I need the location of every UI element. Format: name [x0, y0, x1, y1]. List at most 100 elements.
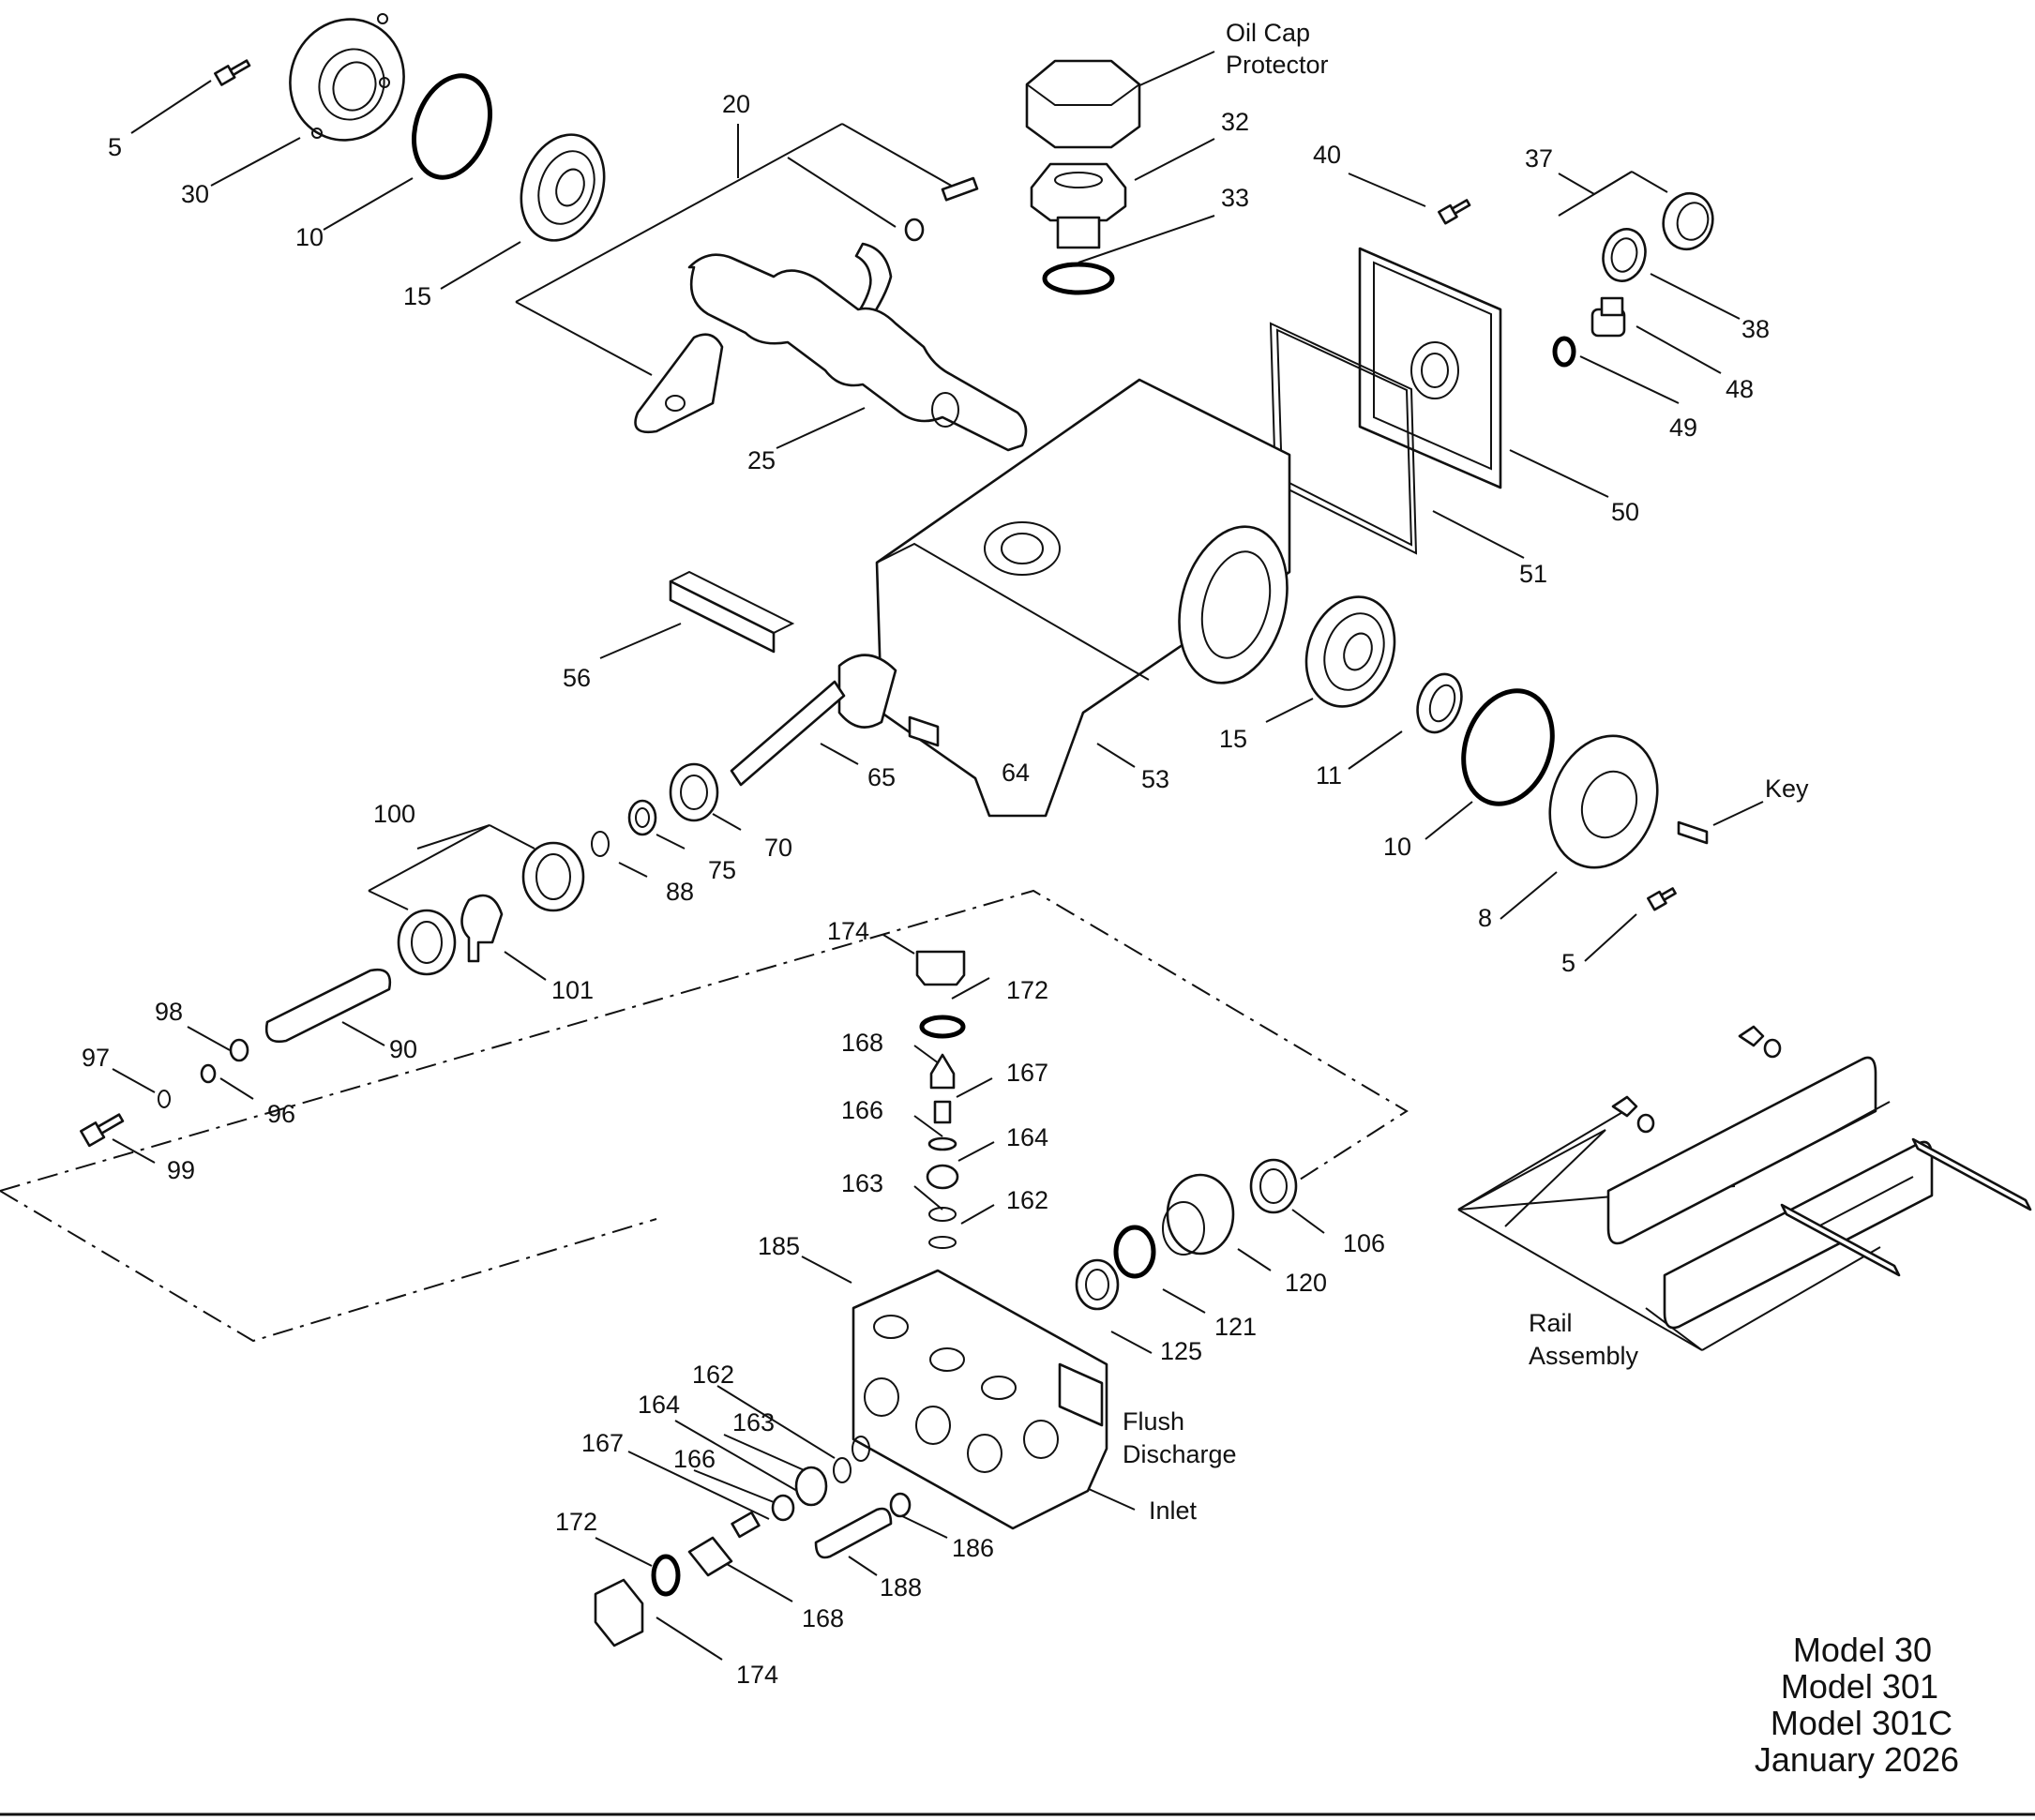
- title-date: January 2026: [1755, 1740, 1959, 1779]
- callout-48: 48: [1726, 375, 1754, 403]
- callout-flush: Flush: [1123, 1407, 1184, 1436]
- callout-166a: 166: [841, 1096, 883, 1124]
- washer-37: [1602, 228, 1647, 282]
- callout-oil-cap-line2: Protector: [1226, 51, 1329, 79]
- screw-40: [1438, 199, 1471, 225]
- o-ring-97: [158, 1090, 171, 1108]
- manifold-185: [852, 1269, 1108, 1530]
- callout-188: 188: [880, 1573, 922, 1602]
- callout-15b: 15: [1219, 725, 1247, 753]
- callout-168b: 168: [802, 1604, 844, 1632]
- parts: [0, 13, 2035, 1816]
- seal-70: [669, 762, 719, 822]
- screw-5a: [214, 59, 251, 86]
- sleeve-120: [1162, 1173, 1235, 1256]
- rail-assembly: [1606, 1025, 2032, 1330]
- oil-cap-32: [1030, 162, 1127, 249]
- callout-120: 120: [1285, 1269, 1327, 1297]
- upper-valve-stack: [915, 950, 966, 1249]
- callout-33: 33: [1221, 184, 1249, 212]
- title-model-301: Model 301: [1781, 1667, 1938, 1706]
- callout-166b: 166: [673, 1445, 716, 1473]
- callout-38: 38: [1741, 315, 1770, 343]
- callout-65: 65: [867, 763, 896, 791]
- callout-121: 121: [1214, 1313, 1257, 1341]
- bolt-188: [814, 1507, 893, 1559]
- callout-37: 37: [1525, 144, 1553, 173]
- washer-98: [229, 1038, 249, 1062]
- callout-labels: 5 30 10 15 20 25 Oil Cap Protector 32 33…: [82, 19, 1809, 1689]
- seal-125: [1075, 1258, 1120, 1311]
- o-ring-88: [591, 831, 610, 857]
- o-ring-49: [1552, 336, 1576, 368]
- washer-96: [200, 1063, 217, 1084]
- callout-rail-line1: Rail: [1529, 1309, 1573, 1337]
- crankshaft-25: [687, 253, 1028, 452]
- o-ring-121: [1113, 1225, 1156, 1279]
- bearing-15b: [1304, 595, 1396, 708]
- callout-70: 70: [764, 834, 792, 862]
- callout-rail-line2: Assembly: [1529, 1342, 1639, 1370]
- callout-oil-cap-line1: Oil Cap: [1226, 19, 1310, 47]
- callout-162b: 162: [692, 1361, 734, 1389]
- callout-49: 49: [1669, 414, 1697, 442]
- title-block: Model 30 Model 301 Model 301C January 20…: [1755, 1631, 1959, 1779]
- title-model-301c: Model 301C: [1771, 1704, 1952, 1742]
- connecting-rod-20: [634, 176, 979, 434]
- callout-164b: 164: [638, 1391, 680, 1419]
- part-106: [1249, 1158, 1298, 1214]
- title-model-30: Model 30: [1793, 1631, 1932, 1669]
- callout-186: 186: [952, 1534, 994, 1562]
- callout-106: 106: [1343, 1229, 1385, 1257]
- screw-5b: [1647, 887, 1677, 911]
- callout-162a: 162: [1006, 1186, 1048, 1214]
- callout-15a: 15: [403, 282, 431, 310]
- callout-96: 96: [267, 1100, 295, 1128]
- callout-125: 125: [1160, 1337, 1202, 1365]
- callout-40: 40: [1313, 141, 1341, 169]
- callout-100: 100: [373, 800, 415, 828]
- callout-53: 53: [1141, 765, 1169, 793]
- callout-32: 32: [1221, 108, 1249, 136]
- callout-discharge: Discharge: [1123, 1440, 1237, 1468]
- callout-25: 25: [747, 446, 776, 474]
- callout-168a: 168: [841, 1029, 883, 1057]
- callout-10a: 10: [295, 223, 324, 251]
- key-part: [1677, 820, 1709, 845]
- gasket-51: [1269, 322, 1418, 555]
- callout-88: 88: [666, 878, 694, 906]
- callout-167a: 167: [1006, 1059, 1048, 1087]
- callout-98: 98: [155, 998, 183, 1026]
- bracket-101: [460, 894, 504, 963]
- callout-172b: 172: [555, 1508, 597, 1536]
- callout-75: 75: [708, 856, 736, 884]
- callout-50: 50: [1611, 498, 1639, 526]
- bolt-99: [80, 1113, 125, 1148]
- callout-90: 90: [389, 1035, 417, 1063]
- callout-10b: 10: [1383, 833, 1411, 861]
- rear-cover-50: [1358, 247, 1502, 489]
- callout-174b: 174: [736, 1661, 778, 1689]
- callout-30: 30: [181, 180, 209, 208]
- callout-167b: 167: [581, 1429, 624, 1457]
- callout-8: 8: [1478, 904, 1492, 932]
- callout-185: 185: [758, 1232, 800, 1260]
- o-ring-33: [1042, 262, 1115, 295]
- callout-174a: 174: [827, 917, 869, 945]
- callout-101: 101: [551, 976, 594, 1004]
- callout-97: 97: [82, 1044, 110, 1072]
- plug-48: [1590, 296, 1626, 338]
- callout-163b: 163: [732, 1408, 775, 1436]
- o-ring-10b: [1461, 688, 1555, 806]
- pin-64: [908, 715, 940, 747]
- retainer-100: [397, 841, 585, 976]
- callout-56: 56: [563, 664, 591, 692]
- crankcase-53: [875, 378, 1291, 818]
- callout-51: 51: [1519, 560, 1547, 588]
- callout-172a: 172: [1006, 976, 1048, 1004]
- o-ring-10a: [411, 73, 493, 180]
- callout-64: 64: [1002, 759, 1030, 787]
- washer-75: [627, 799, 657, 836]
- callout-5b: 5: [1561, 949, 1575, 977]
